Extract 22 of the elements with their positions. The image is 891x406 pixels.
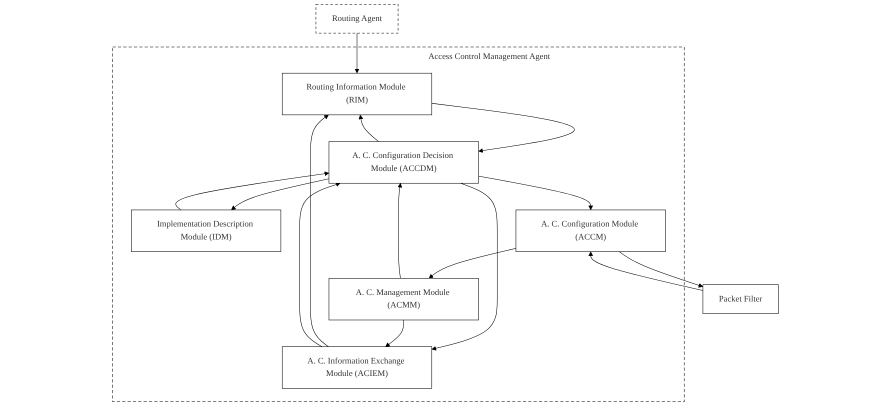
arrow xyxy=(618,251,704,288)
node-box: A. C. Configuration Decision Module (ACCDM) xyxy=(328,141,479,184)
node-box: Implementation Description Module (IDM) xyxy=(131,210,282,252)
arrow xyxy=(432,103,575,153)
node-box: A. C. Configuration Module (ACCM) xyxy=(516,210,666,252)
arrow xyxy=(428,248,516,279)
node-box: A. C. Information Exchange Module (ACIEM) xyxy=(282,346,432,389)
node-box: Routing Information Module (RIM) xyxy=(282,72,432,116)
arrow xyxy=(231,178,330,210)
arrow xyxy=(310,114,329,347)
arrow xyxy=(299,182,340,347)
arrow xyxy=(588,251,704,291)
arrow xyxy=(175,171,330,210)
arrow xyxy=(354,32,360,74)
arrow xyxy=(478,176,594,210)
arrow xyxy=(398,183,402,279)
arrow xyxy=(432,182,498,351)
node-box: Packet Filter xyxy=(702,284,779,314)
node-box: A. C. Management Module (ACMM) xyxy=(328,278,479,320)
arrow xyxy=(385,320,404,347)
node-box: Routing Agent xyxy=(316,4,398,34)
arrow xyxy=(358,114,379,142)
